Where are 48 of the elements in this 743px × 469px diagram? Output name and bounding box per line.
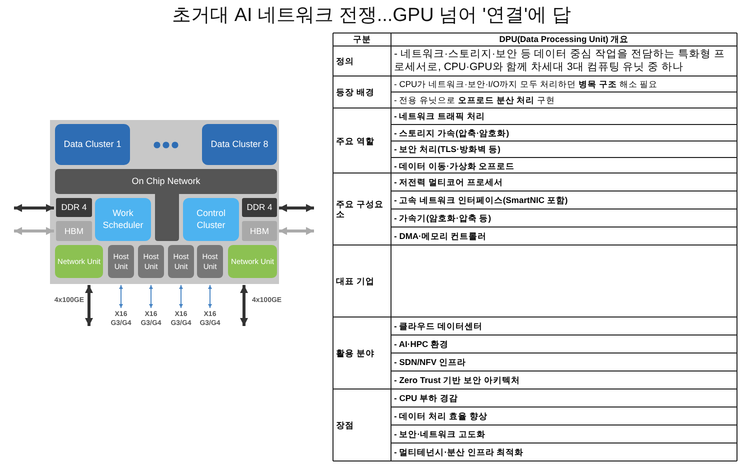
scheduler-box: Work Scheduler bbox=[95, 198, 151, 241]
memory-box: DDR 4 bbox=[242, 198, 277, 217]
table-text: - 가속기(암호화·압축 등) bbox=[394, 212, 492, 224]
arrow bbox=[240, 285, 248, 326]
table-text: - CPU 부하 경감 bbox=[394, 392, 458, 404]
cluster-box: Control Cluster bbox=[183, 198, 239, 241]
row-heading: 활용 분야 bbox=[336, 348, 374, 358]
row-heading: 등장 배경 bbox=[336, 86, 374, 98]
column-heading: DPU(Data Processing Unit) 개요 bbox=[499, 34, 629, 45]
memory-box: HBM bbox=[56, 221, 92, 241]
table-text: - 네트워크 트래픽 처리 bbox=[394, 111, 485, 122]
cluster-box: Data Cluster 1 bbox=[55, 124, 130, 165]
arrow bbox=[179, 284, 183, 308]
arrow bbox=[208, 284, 212, 308]
row-heading: 주요 구성요소 bbox=[336, 198, 384, 220]
arrow bbox=[279, 204, 314, 212]
table-text: - 스토리지 가속(압축·암호화) bbox=[394, 128, 510, 138]
table-text: - 전용 유닛으로 오프로드 분산 처리 구현 bbox=[394, 94, 556, 106]
table-text: - 네트워크·스토리지·보안 등 데이터 중심 작업을 전담하는 특화형 프로세서로, CPU·GPU와 함께 차세대 3대 컴퓨팅 유닛 중 하나 bbox=[394, 48, 726, 74]
table-text: - 클라우드 데이터센터 bbox=[394, 320, 483, 332]
table-text: - SDN/NFV 인프라 bbox=[394, 356, 466, 368]
arrow bbox=[85, 285, 93, 326]
table-text: - 저전력 멀티코어 프로세서 bbox=[394, 176, 503, 188]
arrow bbox=[119, 284, 123, 308]
chip-box bbox=[50, 120, 279, 284]
table-text: - 데이터 처리 효율 향상 bbox=[394, 410, 488, 422]
row-heading: 정의 bbox=[336, 56, 354, 66]
table-text: - CPU가 네트워크·보안·I/O까지 모두 처리하던 병목 구조 해소 필요 bbox=[394, 78, 658, 90]
table-text: - 멀티테넌시·분산 인프라 최적화 bbox=[394, 446, 524, 458]
arrow bbox=[14, 227, 54, 235]
table-text: - 보안·네트워크 고도화 bbox=[394, 428, 486, 440]
title: 초거대 AI 네트워크 전쟁...GPU 넘어 '연결'에 답 bbox=[171, 4, 572, 28]
table-text: - AI·HPC 환경 bbox=[394, 338, 449, 350]
arrow bbox=[149, 284, 153, 308]
memory-box: DDR 4 bbox=[56, 198, 92, 217]
row-heading: 주요 역할 bbox=[336, 136, 374, 146]
memory-box: HBM bbox=[242, 221, 277, 241]
table-text: - 고속 네트워크 인터페이스(SmartNIC 포함) bbox=[394, 194, 568, 206]
table-text: - Zero Trust 기반 보안 아키텍처 bbox=[394, 374, 520, 386]
arrow bbox=[14, 204, 54, 212]
column-heading: 구분 bbox=[353, 34, 371, 45]
table-text: - DMA·메모리 컨트롤러 bbox=[394, 230, 487, 242]
row-heading: 장점 bbox=[336, 420, 354, 430]
row-heading: 대표 기업 bbox=[336, 276, 374, 286]
table-text: - 데이터 이동·가상화 오프로드 bbox=[394, 160, 515, 171]
arrow bbox=[279, 227, 314, 235]
table-text: - 보안 처리(TLS·방화벽 등) bbox=[394, 144, 500, 154]
cluster-box: Data Cluster 8 bbox=[202, 124, 277, 165]
